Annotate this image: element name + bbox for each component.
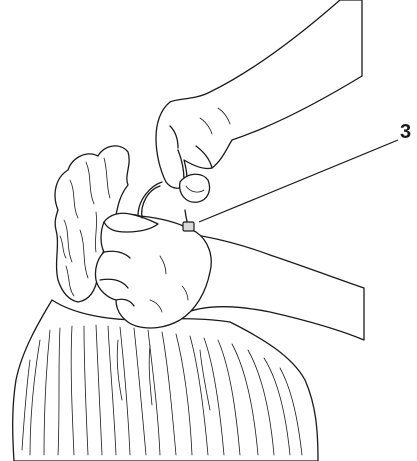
lower-hand <box>95 213 364 340</box>
cable-tie-head <box>183 222 194 231</box>
callout-number-label: 3 <box>400 122 411 142</box>
upper-hand <box>156 0 362 202</box>
callout-leader <box>199 140 398 222</box>
